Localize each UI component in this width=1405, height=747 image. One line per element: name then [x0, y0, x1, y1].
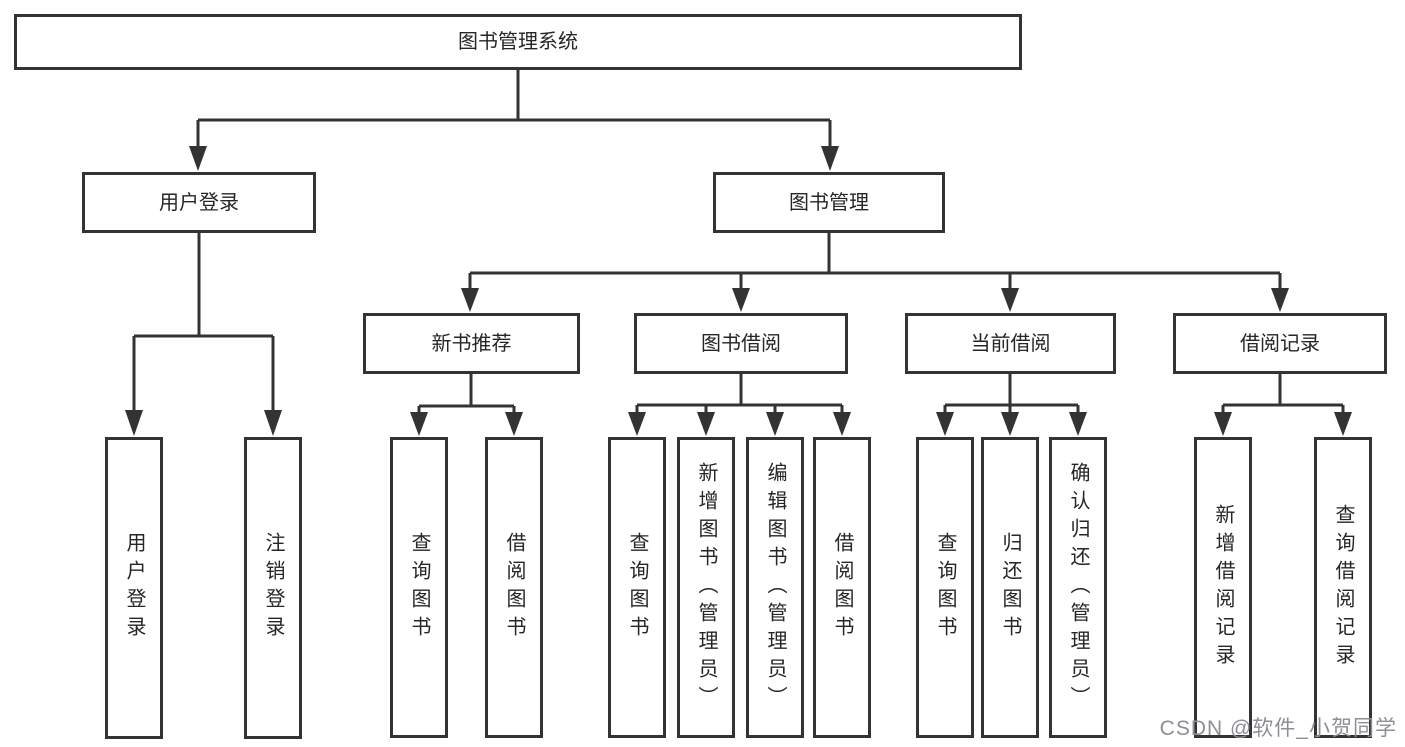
node-label: 用户登录	[123, 532, 145, 644]
node-label: 新增借阅记录	[1212, 503, 1234, 672]
node-user-login: 用户登录	[82, 172, 316, 233]
node-label: 查询图书	[408, 531, 430, 644]
leaf-add-book-admin: 新增图书（管理员）	[677, 437, 735, 738]
node-library-management-system: 图书管理系统	[14, 14, 1022, 70]
node-label: 查询图书	[626, 531, 648, 644]
leaf-add-borrow-record: 新增借阅记录	[1194, 437, 1252, 738]
node-label: 编辑图书（管理员）	[764, 461, 786, 714]
node-label: 图书借阅	[701, 332, 781, 355]
node-label: 新增图书（管理员）	[695, 461, 717, 714]
node-current-borrowing: 当前借阅	[905, 313, 1116, 374]
node-label: 查询借阅记录	[1332, 503, 1354, 672]
csdn-watermark: CSDN @软件_小贺同学	[1159, 717, 1397, 740]
leaf-query-books-recommend: 查询图书	[390, 437, 448, 738]
leaf-user-login: 用户登录	[105, 437, 163, 739]
leaf-query-books-current: 查询图书	[916, 437, 974, 738]
node-label: 图书管理系统	[458, 31, 578, 53]
node-borrowing-records: 借阅记录	[1173, 313, 1387, 374]
leaf-borrow-books-recommend: 借阅图书	[485, 437, 543, 738]
node-book-management: 图书管理	[713, 172, 945, 233]
node-label: 确认归还（管理员）	[1067, 461, 1089, 714]
leaf-confirm-return-admin: 确认归还（管理员）	[1049, 437, 1107, 738]
leaf-borrow-books-borrowing: 借阅图书	[813, 437, 871, 738]
leaf-logout: 注销登录	[244, 437, 302, 739]
node-label: 图书管理	[789, 191, 869, 214]
node-label: 注销登录	[262, 532, 284, 644]
node-new-book-recommendation: 新书推荐	[363, 313, 580, 374]
node-label: 借阅图书	[503, 531, 525, 644]
node-label: 当前借阅	[970, 332, 1051, 355]
node-label: 借阅记录	[1240, 332, 1320, 355]
leaf-query-books-borrowing: 查询图书	[608, 437, 666, 738]
node-label: 查询图书	[934, 531, 956, 644]
leaf-edit-book-admin: 编辑图书（管理员）	[746, 437, 804, 738]
node-label: 新书推荐	[431, 332, 512, 355]
node-label: 用户登录	[159, 191, 239, 214]
node-book-borrowing: 图书借阅	[634, 313, 848, 374]
leaf-query-borrow-record: 查询借阅记录	[1314, 437, 1372, 738]
leaf-return-books: 归还图书	[981, 437, 1039, 738]
node-label: 归还图书	[999, 531, 1021, 644]
node-label: 借阅图书	[831, 531, 853, 644]
